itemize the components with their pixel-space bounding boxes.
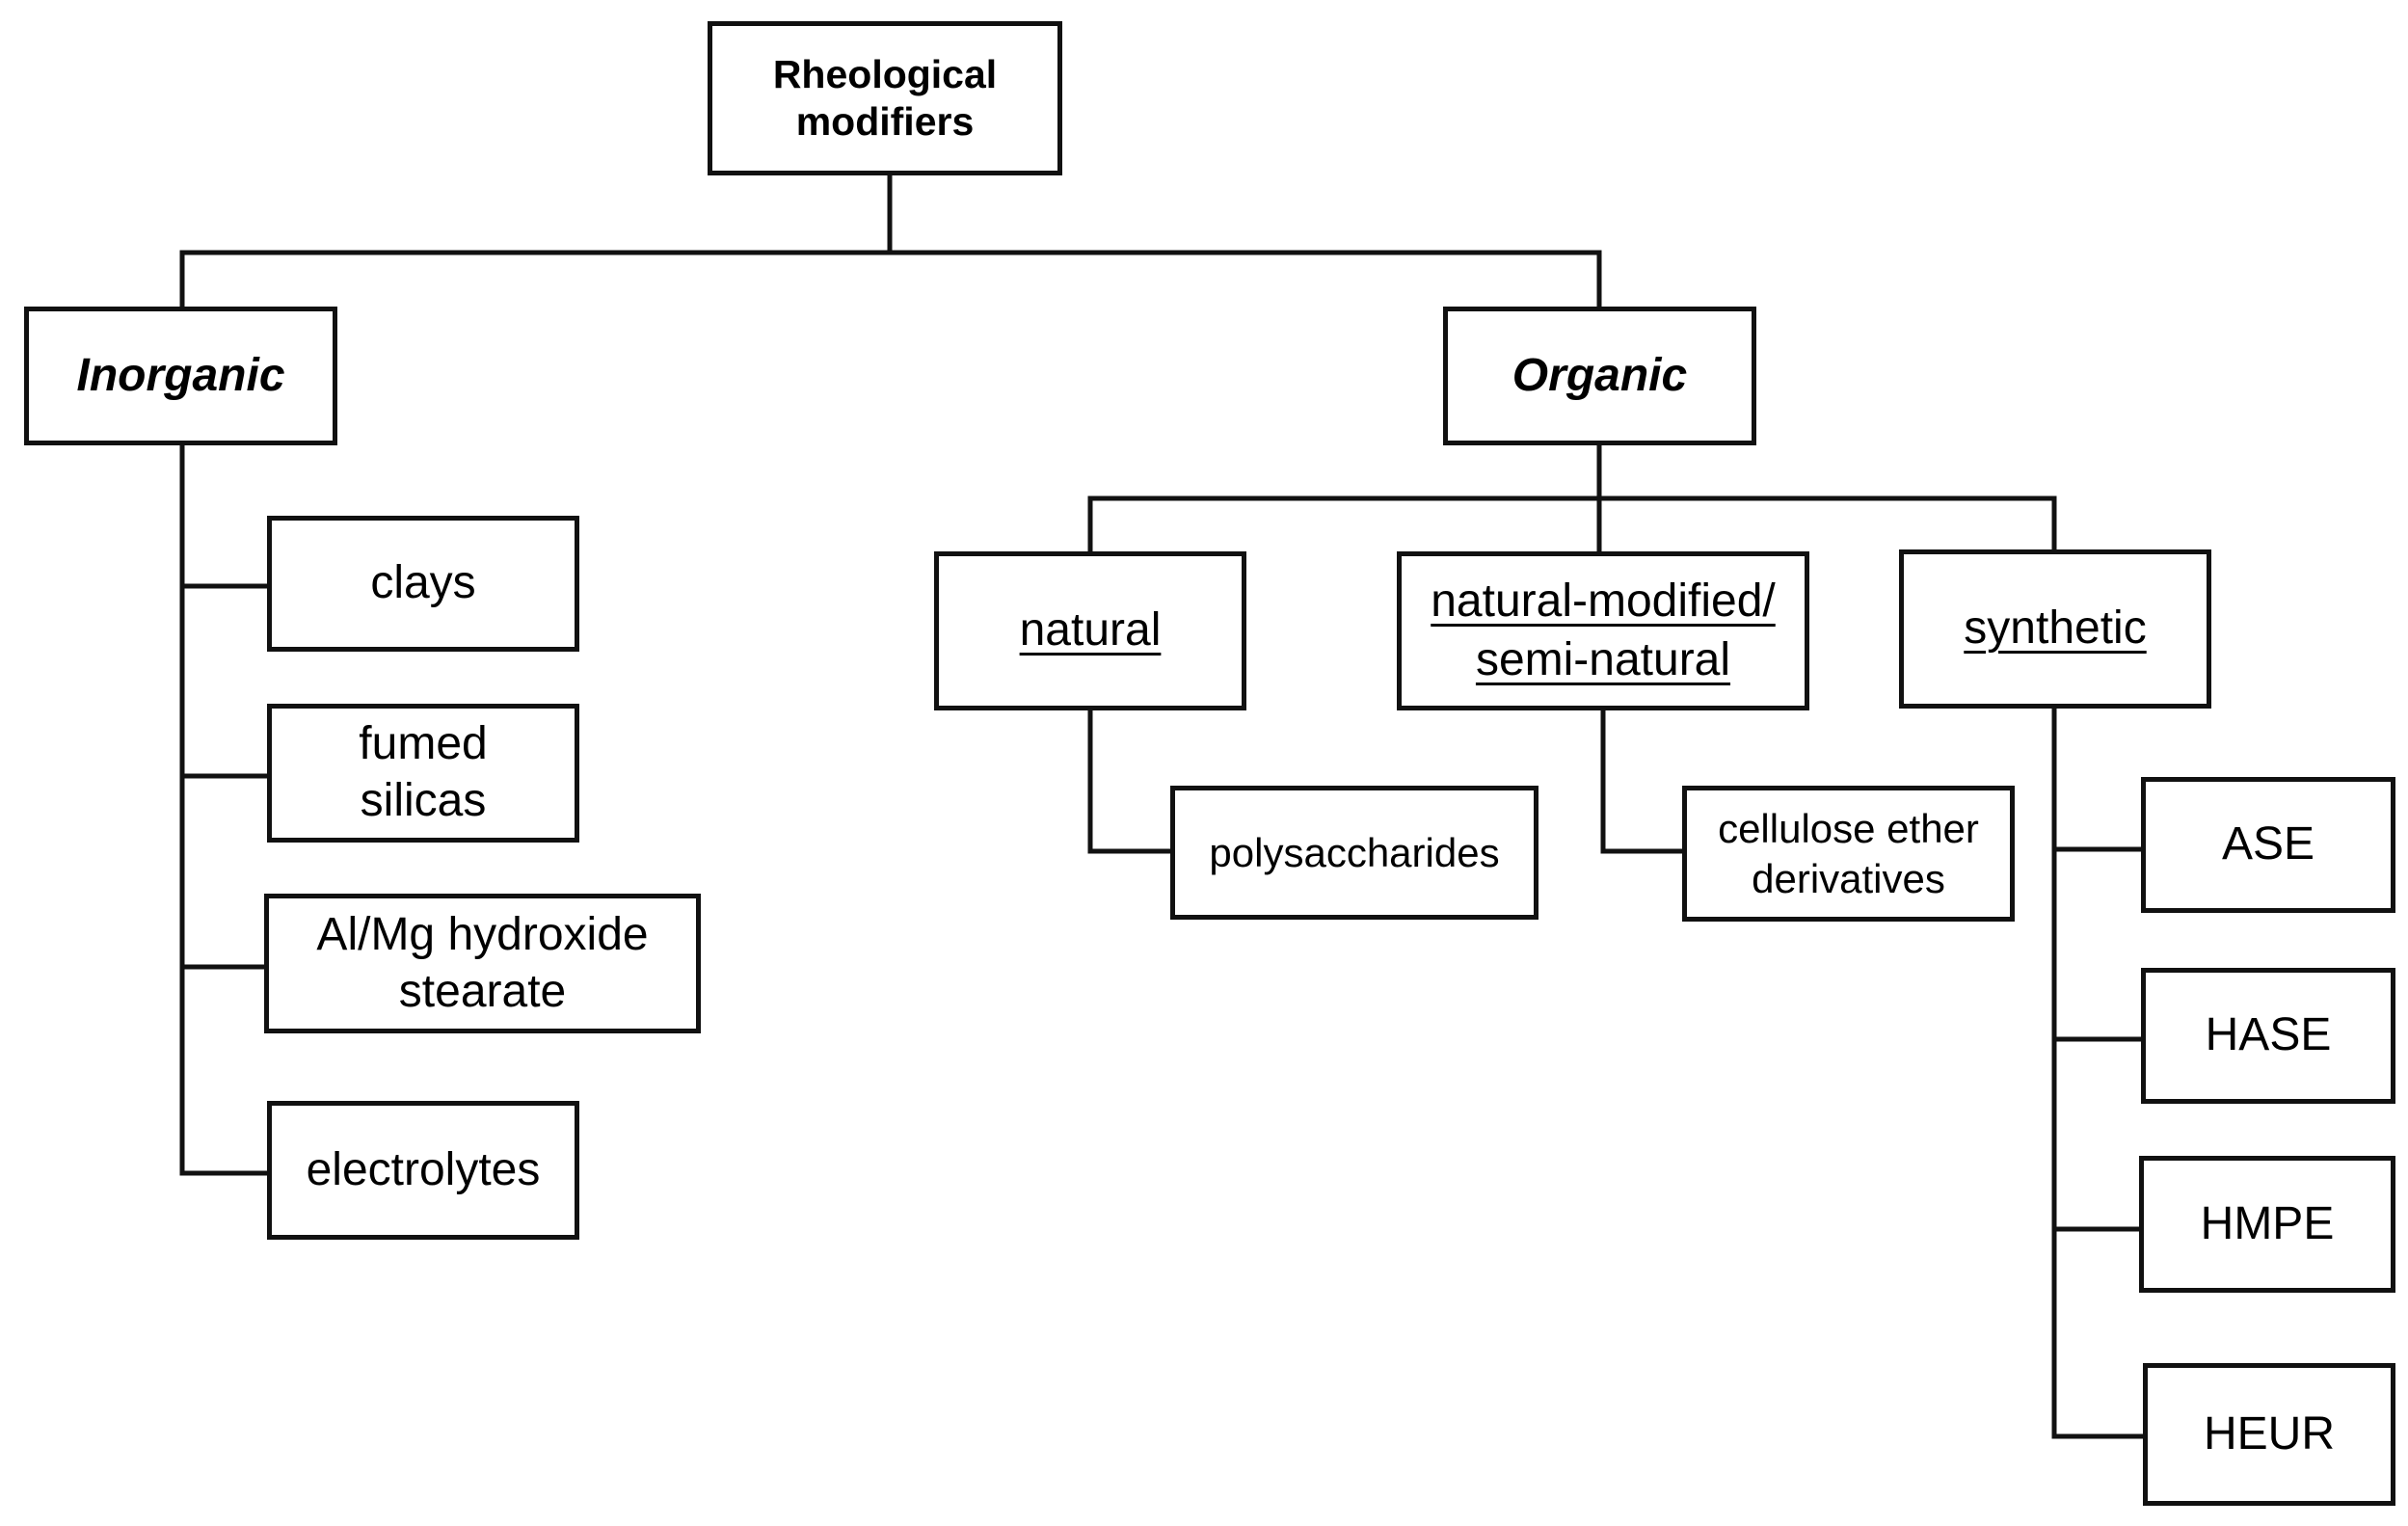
organic-node-label: Organic bbox=[1512, 349, 1688, 401]
clays-node: clays bbox=[267, 516, 579, 652]
al-mg-stearate-node: Al/Mg hydroxide stearate bbox=[264, 894, 701, 1033]
ase-node: ASE bbox=[2141, 777, 2395, 913]
cellulose-node: cellulose ether derivatives bbox=[1682, 786, 2015, 922]
electrolytes-node: electrolytes bbox=[267, 1101, 579, 1240]
polysaccharides-node-label: polysaccharides bbox=[1209, 829, 1500, 875]
root-node: Rheological modifiers bbox=[708, 21, 1062, 175]
natural-modified-node: natural-modified/ semi-natural bbox=[1397, 551, 1809, 710]
clays-node-label: clays bbox=[370, 557, 476, 609]
hase-node-label: HASE bbox=[2205, 1009, 2332, 1061]
synthetic-node-label: synthetic bbox=[1964, 602, 2147, 655]
electrolytes-node-label: electrolytes bbox=[306, 1143, 541, 1195]
synthetic-node: synthetic bbox=[1899, 549, 2211, 709]
ase-node-label: ASE bbox=[2221, 818, 2315, 870]
root-node-label: Rheological modifiers bbox=[772, 51, 998, 144]
natural-node: natural bbox=[934, 551, 1246, 710]
hmpe-node: HMPE bbox=[2139, 1156, 2395, 1293]
hmpe-node-label: HMPE bbox=[2200, 1197, 2335, 1249]
inorganic-node: Inorganic bbox=[24, 307, 337, 445]
cellulose-node-label: cellulose ether derivatives bbox=[1718, 806, 1979, 901]
fumed-silicas-node: fumed silicas bbox=[267, 704, 579, 843]
hase-node: HASE bbox=[2141, 968, 2395, 1104]
natural-modified-node-label: natural-modified/ semi-natural bbox=[1431, 575, 1776, 685]
polysaccharides-node: polysaccharides bbox=[1170, 786, 1538, 920]
al-mg-stearate-node-label: Al/Mg hydroxide stearate bbox=[316, 908, 649, 1017]
heur-node-label: HEUR bbox=[2203, 1407, 2335, 1459]
natural-node-label: natural bbox=[1019, 604, 1162, 656]
fumed-silicas-node-label: fumed silicas bbox=[359, 718, 488, 826]
heur-node: HEUR bbox=[2143, 1363, 2395, 1506]
inorganic-node-label: Inorganic bbox=[76, 349, 285, 401]
organic-node: Organic bbox=[1443, 307, 1756, 445]
